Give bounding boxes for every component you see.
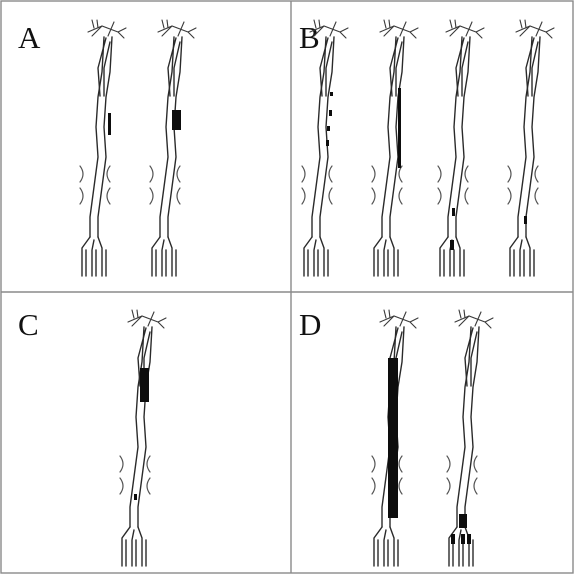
panel-label-c: C — [18, 307, 39, 342]
lesion-2 — [451, 534, 455, 544]
panel-label-b: B — [299, 20, 320, 55]
lesion-1 — [140, 368, 149, 402]
lesion-2 — [450, 240, 454, 250]
lesion-2 — [329, 110, 332, 116]
lesion-4 — [326, 140, 329, 146]
lesion-1 — [452, 208, 455, 216]
lesion-4 — [467, 534, 471, 544]
lesion-1 — [388, 358, 398, 518]
lesion-1 — [459, 514, 467, 528]
lesion-2 — [134, 494, 137, 500]
lesion-1 — [398, 88, 401, 168]
lesion-1 — [330, 92, 333, 96]
lesion-3 — [327, 126, 330, 131]
lesion-1 — [108, 113, 111, 135]
lesion-1 — [172, 110, 181, 130]
lesion-3 — [461, 534, 465, 544]
panel-label-a: A — [18, 20, 41, 55]
lesion-1 — [524, 216, 527, 224]
panel-label-d: D — [299, 307, 321, 342]
